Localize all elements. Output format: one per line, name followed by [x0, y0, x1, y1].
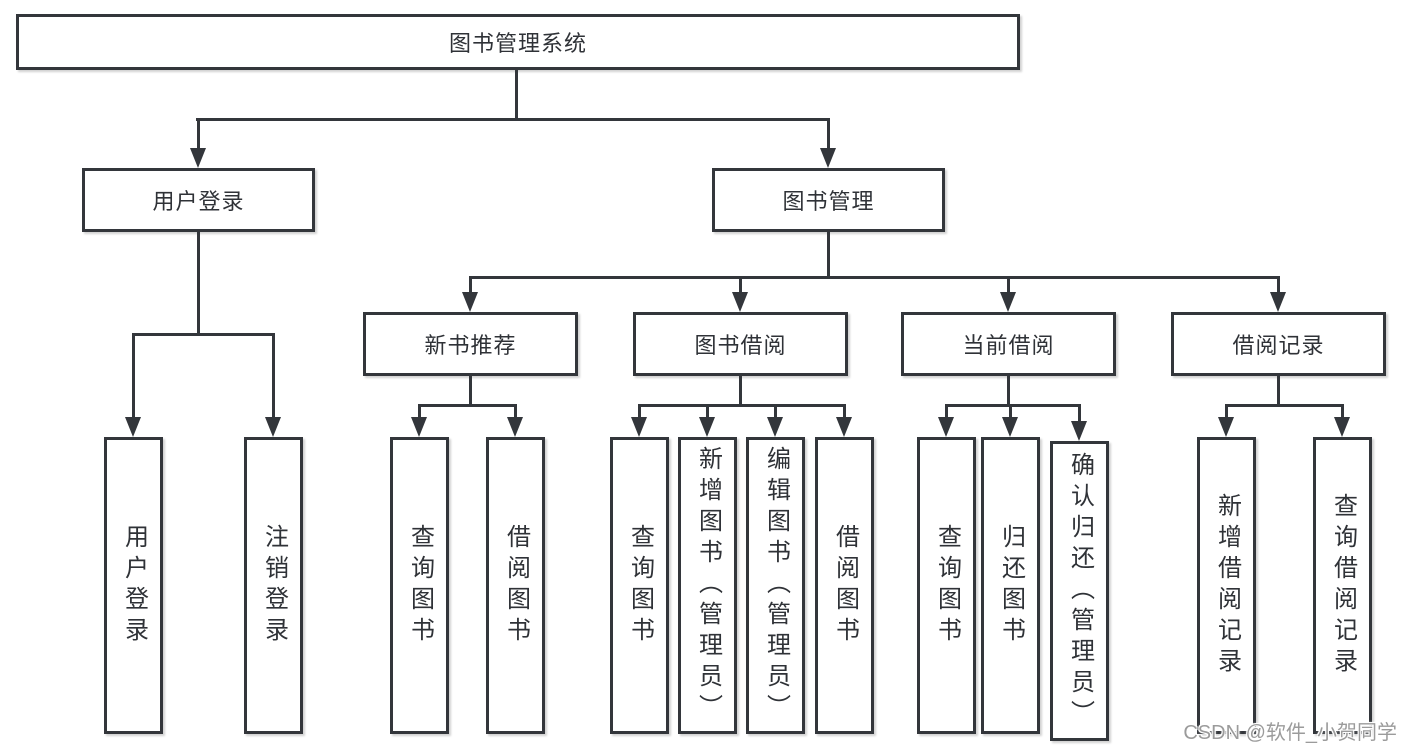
arrow-to-book-borrowing [732, 292, 748, 312]
node-library-system: 图书管理系统 [16, 14, 1020, 70]
node-new-book-recommend: 新书推荐 [363, 312, 578, 376]
arrow-to-confirm-return [1071, 421, 1087, 441]
node-borrow-books-1: 借阅图书 [486, 437, 545, 734]
connector-current-borrowing-trunk [1007, 376, 1010, 407]
connector-to-logout-leaf [272, 333, 275, 419]
arrow-to-return-books [1002, 417, 1018, 437]
node-borrowing-records: 借阅记录 [1171, 312, 1386, 376]
arrow-to-current-borrowing [1000, 292, 1016, 312]
node-logout: 注销登录 [244, 437, 303, 734]
arrow-to-borrow-books-1 [507, 417, 523, 437]
connector-to-query-record [1341, 404, 1344, 419]
node-label: 用户登录 [120, 523, 148, 648]
node-book-borrowing: 图书借阅 [633, 312, 848, 376]
arrow-to-add-record [1218, 417, 1234, 437]
arrow-to-query-books-3 [938, 417, 954, 437]
node-add-books-admin: 新增图书（管理员） [678, 437, 737, 734]
connector-to-add-record [1225, 404, 1228, 419]
connector-to-current-borrowing [1007, 276, 1010, 296]
connector-current-borrowing-branch [945, 404, 1081, 407]
node-user-login-leaf: 用户登录 [104, 437, 163, 734]
connector-to-book-management [827, 118, 830, 152]
connector-to-borrow-books-1 [514, 404, 517, 419]
node-label: 借阅记录 [1232, 333, 1325, 358]
node-label: 新增借阅记录 [1213, 492, 1241, 679]
connector-to-add-books [706, 404, 709, 419]
node-label: 用户登录 [152, 189, 245, 214]
node-add-borrow-record: 新增借阅记录 [1197, 437, 1256, 734]
node-label: 归还图书 [997, 523, 1025, 648]
arrow-to-user-login [190, 148, 206, 168]
connector-to-edit-books [774, 404, 777, 419]
connector-user-login-branch [132, 333, 275, 336]
arrow-to-logout-leaf [265, 417, 281, 437]
arrow-to-query-books-2 [631, 417, 647, 437]
arrow-to-add-books [699, 417, 715, 437]
connector-book-management-branch [469, 276, 1279, 279]
connector-root-trunk [515, 70, 518, 120]
node-query-books-1: 查询图书 [390, 437, 449, 734]
node-label: 新书推荐 [424, 333, 517, 358]
connector-to-borrow-books-2 [843, 404, 846, 419]
node-label: 查询图书 [933, 523, 961, 648]
node-user-login: 用户登录 [82, 168, 315, 232]
node-edit-books-admin: 编辑图书（管理员） [746, 437, 805, 734]
connector-to-return-books [1009, 404, 1012, 419]
node-return-books: 归还图书 [981, 437, 1040, 734]
node-borrow-books-2: 借阅图书 [815, 437, 874, 734]
node-label: 图书借阅 [694, 333, 787, 358]
node-book-management: 图书管理 [712, 168, 945, 232]
node-query-books-3: 查询图书 [917, 437, 976, 734]
node-label: 新增图书（管理员） [694, 446, 722, 725]
connector-new-book-trunk [469, 376, 472, 407]
connector-borrowing-records-branch [1225, 404, 1344, 407]
connector-to-query-books-2 [638, 404, 641, 419]
connector-user-login-trunk [197, 232, 200, 336]
node-label: 图书管理 [782, 189, 875, 214]
node-query-borrow-record: 查询借阅记录 [1313, 437, 1372, 734]
connector-borrowing-records-trunk [1277, 376, 1280, 407]
node-label: 查询图书 [626, 523, 654, 648]
connector-book-borrowing-trunk [739, 376, 742, 407]
arrow-to-book-management [820, 148, 836, 168]
csdn-watermark: CSDN @软件_小贺同学 [1183, 722, 1397, 744]
connector-to-confirm-return [1078, 404, 1081, 423]
node-label: 图书管理系统 [448, 31, 587, 56]
connector-root-branch [196, 118, 830, 121]
arrow-to-query-books-1 [411, 417, 427, 437]
connector-to-query-books-1 [418, 404, 421, 419]
arrow-to-query-record [1334, 417, 1350, 437]
connector-to-user-login [197, 118, 200, 152]
arrow-to-new-book [462, 292, 478, 312]
arrow-to-edit-books [767, 417, 783, 437]
connector-new-book-branch [418, 404, 517, 407]
node-label: 当前借阅 [962, 333, 1055, 358]
connector-to-login-leaf [132, 333, 135, 419]
connector-to-book-borrowing [739, 276, 742, 296]
arrow-to-borrow-books-2 [836, 417, 852, 437]
arrow-to-login-leaf [125, 417, 141, 437]
node-query-books-2: 查询图书 [610, 437, 669, 734]
node-label: 编辑图书（管理员） [762, 446, 790, 725]
connector-to-borrowing-records [1277, 276, 1280, 296]
node-current-borrowing: 当前借阅 [901, 312, 1116, 376]
node-label: 借阅图书 [831, 523, 859, 648]
node-label: 查询借阅记录 [1329, 492, 1357, 679]
node-label: 确认归还（管理员） [1066, 451, 1094, 731]
connector-book-management-trunk [827, 232, 830, 278]
node-label: 查询图书 [406, 523, 434, 648]
arrow-to-borrowing-records [1270, 292, 1286, 312]
node-label: 借阅图书 [502, 523, 530, 648]
connector-book-borrowing-branch [638, 404, 846, 407]
node-confirm-return-admin: 确认归还（管理员） [1050, 441, 1109, 741]
connector-to-query-books-3 [945, 404, 948, 419]
node-label: 注销登录 [260, 523, 288, 648]
connector-to-new-book [469, 276, 472, 296]
